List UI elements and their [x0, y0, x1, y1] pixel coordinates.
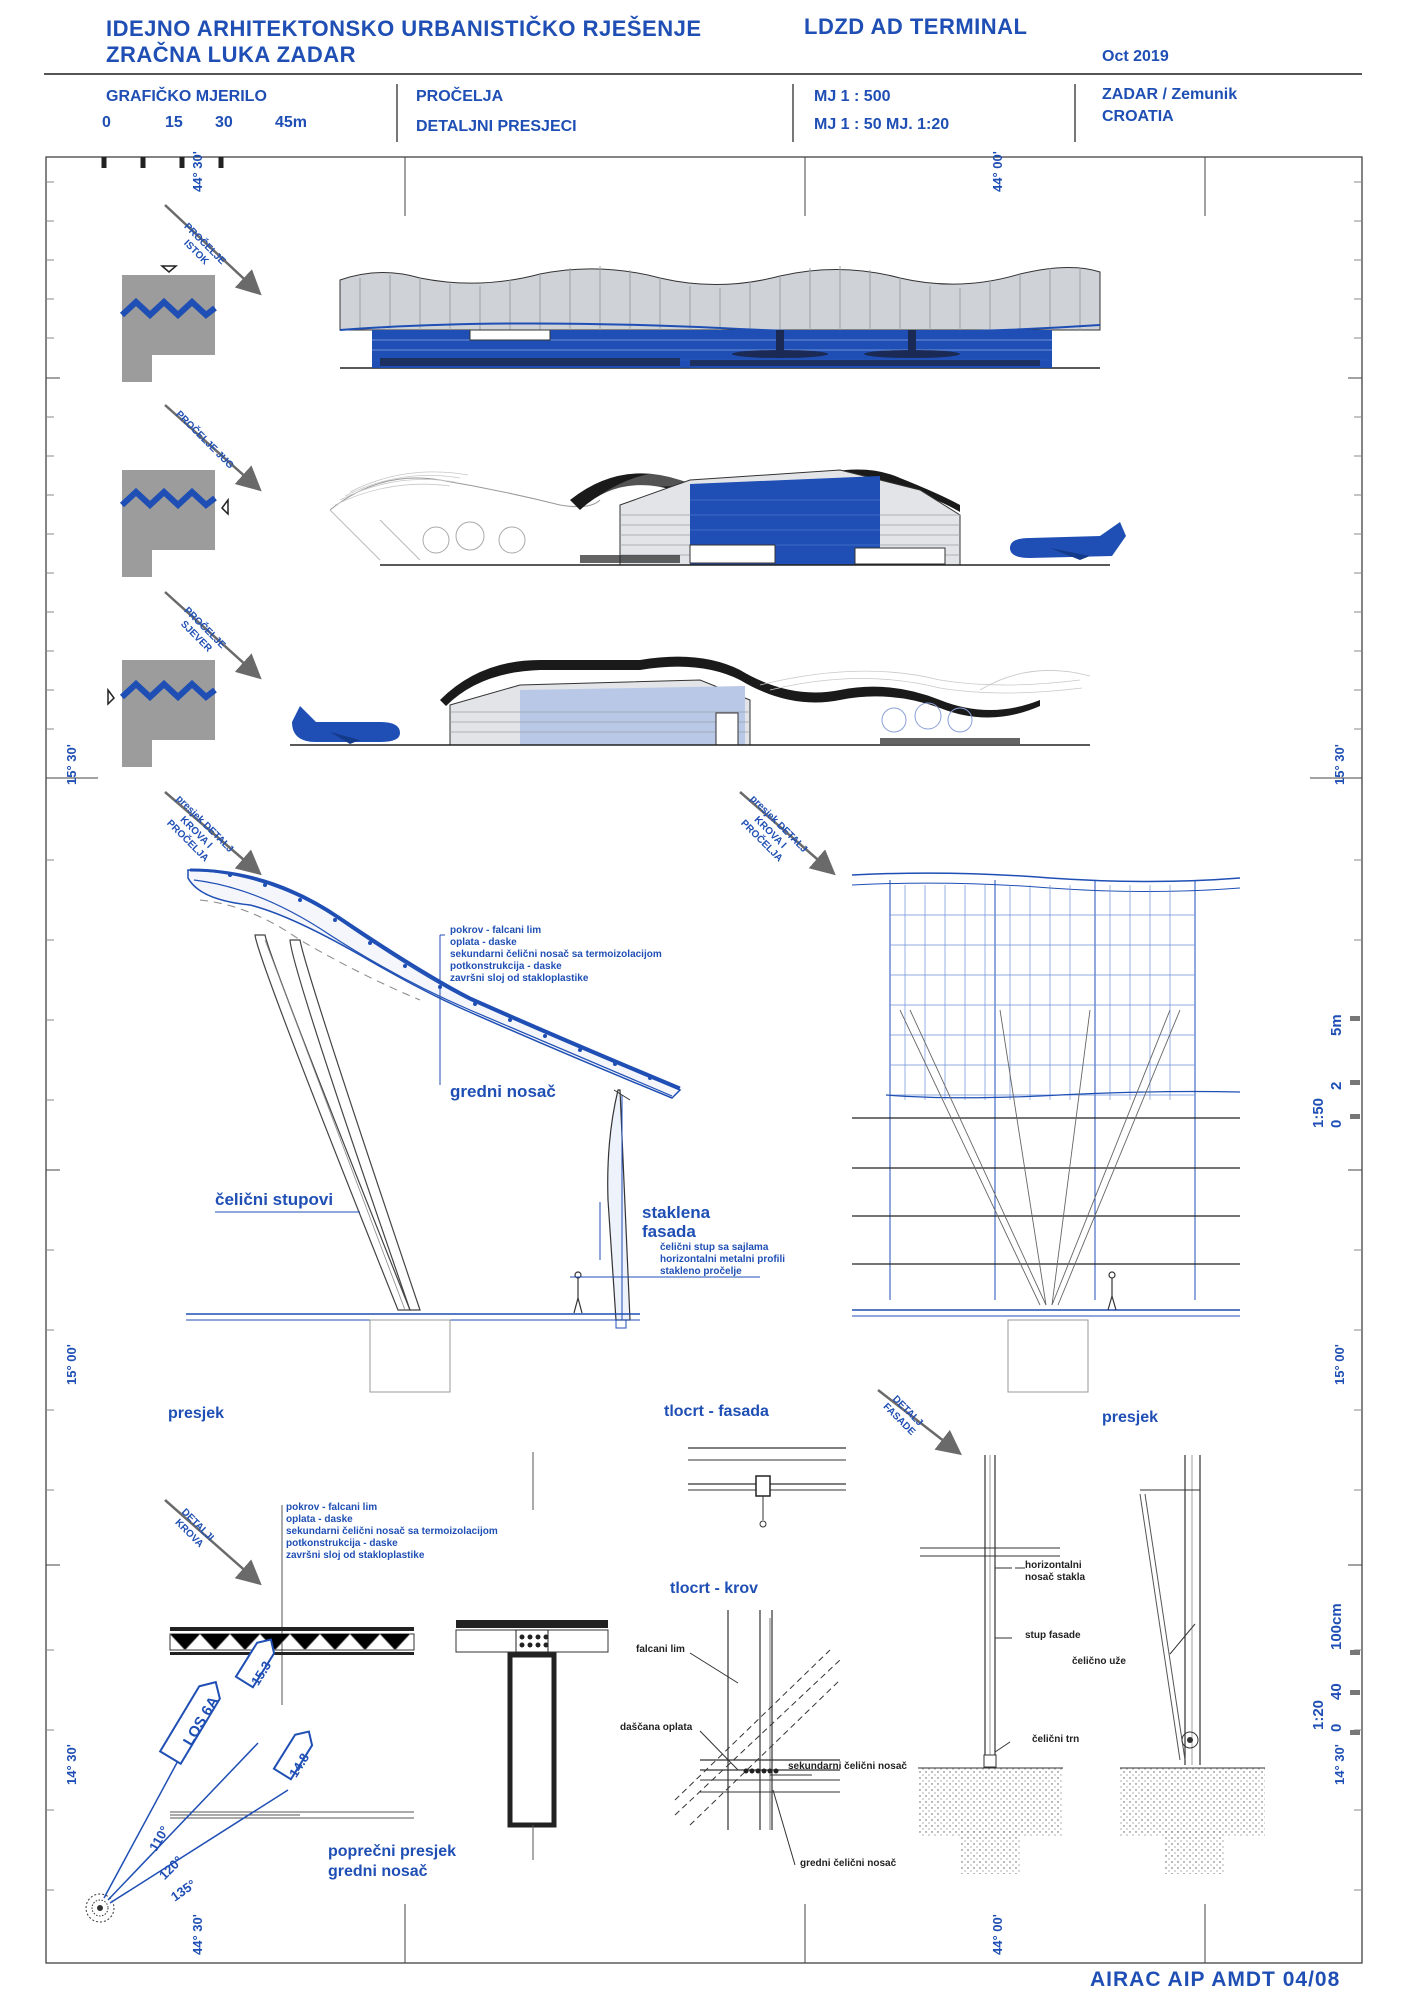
coord-top-mid: 44° 00': [990, 151, 1005, 192]
title-line-1: IDEJNO ARHITEKTONSKO URBANISTIČKO RJEŠEN…: [106, 16, 702, 41]
roof-layer-list-2: pokrov - falcani lim oplata - daske seku…: [286, 1502, 498, 1562]
presjek-left-label: presjek: [168, 1405, 225, 1422]
elevation-south: [119, 404, 1126, 577]
header-divider-2: [792, 84, 794, 142]
detail-roof-layers: [164, 1499, 415, 1819]
facade-label-stup: stup fasade: [1025, 1630, 1081, 1641]
plan-label-dascana: daščana oplata: [620, 1722, 693, 1733]
coord-right-2: 15° 00': [1332, 1344, 1347, 1385]
key-plan-east: [122, 275, 215, 382]
beam-label: gredni nosač: [450, 1082, 556, 1101]
project-name: LDZD AD TERMINAL: [804, 14, 1028, 39]
elevation-east: [119, 204, 1101, 382]
roof-layer-1: pokrov - falcani lim: [450, 925, 542, 936]
right-scale-label-1: 1:50: [1310, 1097, 1327, 1128]
plane-south: [1010, 522, 1126, 560]
plane-north: [292, 706, 400, 744]
roof-layer-4: potkonstrukcija - daske: [450, 961, 562, 972]
top-ticks: [101, 157, 224, 168]
facade-layer-3: stakleno pročelje: [660, 1266, 742, 1277]
roof-layer-list-1: pokrov - falcani lim oplata - daske seku…: [450, 925, 662, 985]
cross-section-label-1: poprečni presjek: [328, 1843, 457, 1860]
detail-beam-section: [455, 1452, 609, 1860]
elevation-north: [107, 591, 1091, 767]
right-scale-tick-1-0: 0: [1328, 1119, 1345, 1128]
frame-minor-ticks: [46, 157, 1362, 1963]
right-scale-bars: [1350, 1016, 1360, 1735]
frame-border: [45, 156, 1363, 1964]
detail-facade-sections: [877, 1389, 1265, 1874]
header-rule: [44, 73, 1362, 75]
plan-label-sekundarni: sekundarni čelični nosač: [788, 1761, 907, 1772]
plan-label-gredni: gredni čelični nosač: [800, 1858, 897, 1869]
date: Oct 2019: [1102, 48, 1169, 65]
key-plan-north: [122, 660, 215, 767]
coord-left-3: 14° 30': [64, 1744, 79, 1785]
compass-rose: [85, 1638, 314, 1923]
plan-facade-label: tlocrt - fasada: [664, 1403, 769, 1420]
roof-layer-2-2: oplata - daske: [286, 1514, 353, 1525]
header-divider-1: [396, 84, 398, 142]
header-divider-3: [1074, 84, 1076, 142]
roof-layer-3: sekundarni čelični nosač sa termoizolaci…: [450, 949, 662, 960]
airac-footer: AIRAC AIP AMDT 04/08: [1090, 1968, 1341, 1991]
presjek-right-label: presjek: [1102, 1409, 1159, 1426]
scale-tick-15: 15: [165, 114, 183, 131]
facade-label-uze: čelično uže: [1072, 1656, 1126, 1667]
glass-facade-label-1: staklena: [642, 1203, 711, 1222]
detail-plan-roof: [674, 1610, 841, 1866]
right-scale-tick-1-5: 5m: [1328, 1014, 1345, 1036]
right-scale-tick-2-40: 40: [1328, 1683, 1345, 1700]
facade-layer-list: čelični stup sa sajlama horizontalni met…: [660, 1242, 785, 1278]
scale-tick-0: 0: [102, 114, 111, 131]
coord-bottom-mid: 44° 00': [990, 1914, 1005, 1955]
roof-layer-2-4: potkonstrukcija - daske: [286, 1538, 398, 1549]
coord-top-left: 44° 30': [190, 151, 205, 192]
sheet-title-1: PROČELJA: [416, 88, 504, 105]
person-2: [1107, 1271, 1117, 1311]
planes-east: [732, 330, 960, 358]
right-scale-tick-2-0: 0: [1328, 1723, 1345, 1732]
coord-bottom-left: 44° 30': [190, 1914, 205, 1955]
coord-right-1: 15° 30': [1332, 744, 1347, 785]
location-2: CROATIA: [1102, 108, 1174, 125]
title-line-2: ZRAČNA LUKA ZADAR: [106, 42, 357, 67]
detail-facade-grid: [851, 872, 1241, 1393]
scale-mj2: MJ 1 : 50 MJ. 1:20: [814, 116, 950, 133]
plan-roof-label: tlocrt - krov: [670, 1580, 759, 1597]
trees-north: [881, 702, 973, 733]
detail-plan-facade: [688, 1447, 846, 1528]
cross-section-label-2: gredni nosač: [328, 1863, 428, 1880]
facade-layer-2: horizontalni metalni profili: [660, 1254, 785, 1265]
location-1: ZADAR / Zemunik: [1102, 86, 1238, 103]
key-plan-south: [122, 470, 215, 577]
coord-left-1: 15° 30': [64, 744, 79, 785]
coord-left-2: 15° 00': [64, 1344, 79, 1385]
facade-label-horizontal: horizontalni nosač stakla: [1025, 1560, 1086, 1583]
scale-tick-30: 30: [215, 114, 233, 131]
detail-roof-column: [164, 791, 836, 1393]
right-scale-tick-1-2: 2: [1328, 1081, 1345, 1090]
scale-tick-45: 45m: [275, 114, 308, 131]
roof-layer-2-5: završni sloj od stakloplastike: [286, 1550, 425, 1561]
roof-layer-2-3: sekundarni čelični nosač sa termoizolaci…: [286, 1526, 498, 1537]
roof-layer-5: završni sloj od stakloplastike: [450, 973, 589, 984]
glass-facade-label-2: fasada: [642, 1222, 696, 1241]
person-1: [573, 1271, 583, 1314]
scale-mj1: MJ 1 : 500: [814, 88, 891, 105]
facade-label-trn: čelični trn: [1032, 1734, 1080, 1745]
trees-south: [422, 521, 526, 554]
roof-layer-2: oplata - daske: [450, 937, 517, 948]
roof-layer-2-1: pokrov - falcani lim: [286, 1502, 378, 1513]
right-scale-label-2: 1:20: [1310, 1699, 1327, 1730]
right-scale-tick-2-100: 100cm: [1328, 1603, 1345, 1650]
columns-label: čelični stupovi: [215, 1190, 334, 1209]
scale-label: GRAFIČKO MJERILO: [106, 88, 267, 105]
plan-label-falcani: falcani lim: [636, 1644, 685, 1655]
coord-right-3: 14° 30': [1332, 1744, 1347, 1785]
facade-layer-1: čelični stup sa sajlama: [660, 1242, 769, 1253]
sheet-title-2: DETALJNI PRESJECI: [416, 118, 577, 135]
